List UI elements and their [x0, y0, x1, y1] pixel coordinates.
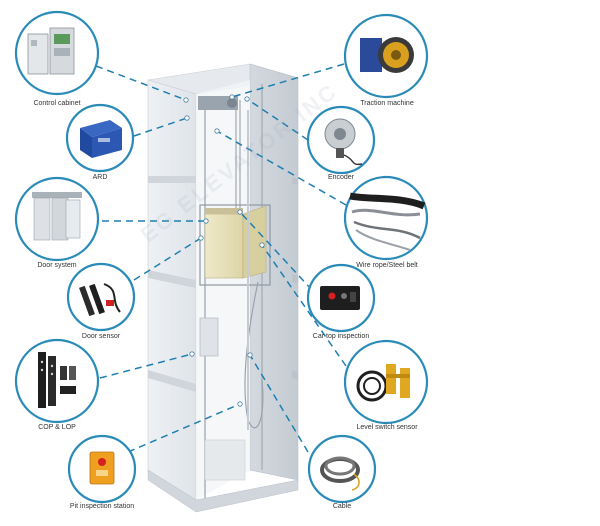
marker-control-cabinet: [183, 97, 189, 103]
pit-inspection-box-icon: [89, 451, 115, 485]
marker-pit-inspection: [237, 401, 243, 407]
elevator-shaft: [147, 63, 299, 513]
label-car-top-inspection: Car top inspection: [312, 333, 370, 340]
floor-slab-right-1: [292, 178, 298, 184]
cable-coil-icon: [320, 456, 360, 491]
connector-control-cabinet: [95, 65, 187, 101]
marker-ard: [184, 115, 190, 121]
connector-level-switch: [261, 244, 347, 367]
label-level-switch-sensor: Level switch sensor: [356, 424, 418, 431]
connector-cable: [249, 354, 309, 453]
connector-wire-rope: [216, 130, 347, 206]
traction-machine-icon: [360, 37, 414, 73]
shaft-machine: [198, 96, 238, 110]
bubble-ard: [65, 103, 135, 173]
connector-traction-machine: [231, 63, 345, 98]
wire-rope-icon: [349, 192, 426, 251]
label-cable: Cable: [332, 503, 352, 510]
marker-cop-lop: [189, 351, 195, 357]
connector-ard: [133, 117, 188, 137]
shaft-sheave: [227, 98, 237, 108]
car-side: [242, 205, 267, 279]
label-cop-lop: COP & LOP: [38, 424, 76, 431]
connector-pit-inspection: [127, 403, 241, 453]
control-cabinet-icon: [27, 27, 75, 75]
label-door-sensor: Door sensor: [81, 333, 121, 340]
shaft-base: [147, 469, 299, 513]
counterweight: [199, 317, 219, 357]
attachment-markers: [183, 94, 265, 407]
door-system-icon: [32, 192, 82, 241]
pit: [204, 439, 246, 481]
marker-door-system: [203, 218, 209, 224]
bubble-wire-rope: [343, 175, 429, 261]
bubble-car-top-inspection: [306, 263, 376, 333]
door-sensor-icon: [79, 283, 121, 317]
bubble-door-system: [14, 176, 100, 262]
label-control-cabinet: Control cabinet: [33, 100, 81, 107]
bubble-door-sensor: [66, 262, 136, 332]
bubble-ring: [66, 262, 136, 332]
marker-level-switch: [259, 242, 265, 248]
shaft-front-wall: [147, 79, 197, 501]
label-door-system: Door system: [37, 262, 77, 269]
connector-lines: [95, 63, 347, 453]
bubble-ring: [14, 338, 100, 424]
label-traction-machine: Traction machine: [360, 100, 414, 107]
bubble-pit-inspection-station: [67, 434, 137, 504]
label-wire-rope-steel-belt: Wire rope/Steel belt: [356, 262, 418, 269]
marker-door-sensor: [198, 235, 204, 241]
label-ard: ARD: [92, 174, 108, 181]
ard-box-icon: [80, 120, 122, 158]
bubble-ring: [343, 175, 429, 261]
marker-traction-machine: [229, 94, 235, 100]
connector-encoder: [246, 98, 309, 141]
bubble-traction-machine: [343, 13, 429, 99]
marker-car-top: [237, 209, 243, 215]
bubble-cable: [307, 434, 377, 504]
marker-wire-rope: [214, 128, 220, 134]
label-encoder: Encoder: [327, 174, 355, 181]
floor-slab-1: [148, 176, 196, 183]
bubble-cop-lop: [14, 338, 100, 424]
floor-slab-2: [148, 270, 196, 288]
car-cabin: [204, 213, 244, 279]
bubble-control-cabinet: [14, 10, 100, 96]
bubble-ring: [307, 434, 377, 504]
floor-slab-3: [148, 370, 196, 392]
level-switch-sensor-icon: [356, 364, 410, 402]
bubble-encoder: [306, 105, 376, 175]
encoder-icon: [324, 118, 363, 166]
marker-encoder: [244, 96, 250, 102]
label-pit-inspection-station: Pit inspection station: [69, 503, 135, 510]
car-top: [205, 208, 243, 214]
bubble-level-switch-sensor: [343, 339, 429, 425]
connector-car-top: [239, 211, 313, 291]
connector-cop-lop: [99, 353, 193, 379]
cop-lop-panel-icon: [38, 352, 76, 408]
connector-door-sensor: [133, 237, 202, 281]
car-top-inspection-icon: [320, 286, 360, 310]
marker-cable: [247, 352, 253, 358]
floor-slab-right-3: [292, 370, 298, 380]
floor-slab-right-2: [292, 274, 298, 284]
